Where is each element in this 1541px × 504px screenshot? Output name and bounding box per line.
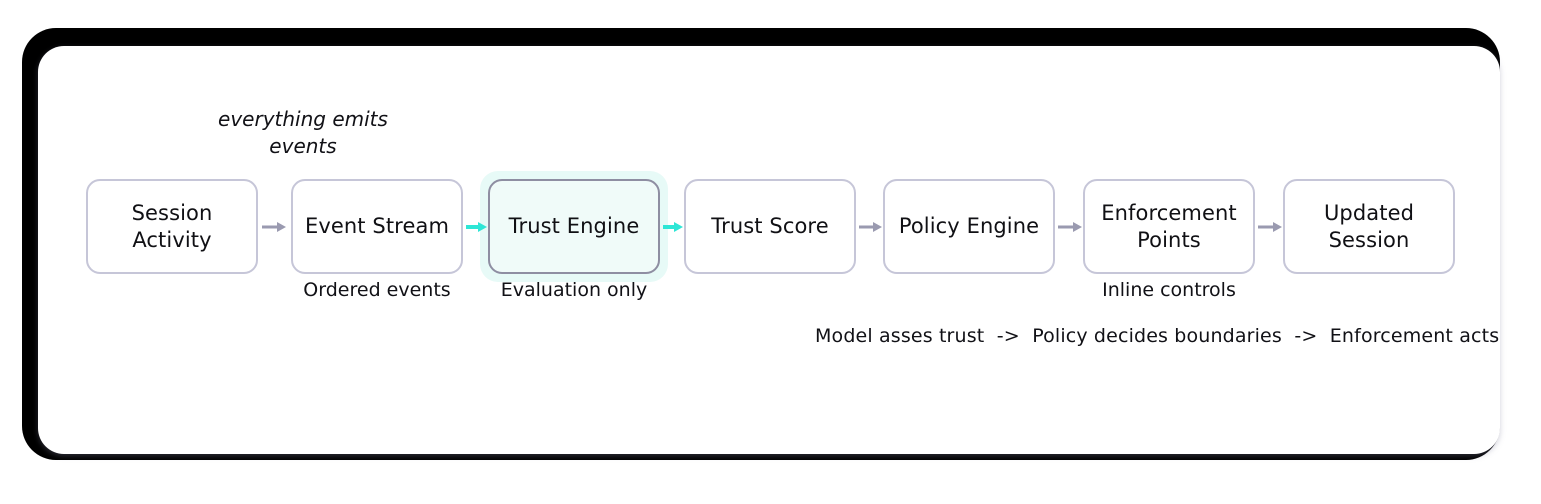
diagram-canvas: everything emits events Session Activity… <box>38 46 1500 454</box>
arrow-trust-score-to-policy-engine <box>859 220 883 234</box>
arrow-policy-engine-to-enforcement-points <box>1058 220 1083 234</box>
flow-summary-note: Model asses trust -> Policy decides boun… <box>815 325 1500 347</box>
node-updated-session[interactable]: Updated Session <box>1283 179 1455 274</box>
node-policy-engine[interactable]: Policy Engine <box>883 179 1055 274</box>
node-enforcement-points[interactable]: Enforcement Points <box>1083 179 1255 274</box>
caption-inline-controls: Inline controls <box>1102 279 1236 301</box>
arrow-event-stream-to-trust-engine <box>466 220 488 234</box>
arrow-enforcement-points-to-updated-session <box>1258 220 1283 234</box>
caption-evaluation-only: Evaluation only <box>500 279 648 301</box>
caption-ordered-events: Ordered events <box>303 279 451 301</box>
node-session-activity[interactable]: Session Activity <box>86 179 258 274</box>
node-event-stream[interactable]: Event Stream <box>291 179 463 274</box>
node-trust-engine[interactable]: Trust Engine <box>488 179 660 274</box>
arrow-session-activity-to-event-stream <box>262 220 287 234</box>
node-trust-score[interactable]: Trust Score <box>684 179 856 274</box>
arrow-trust-engine-to-trust-score <box>663 220 684 234</box>
annotation-everything-emits-events: everything emits events <box>218 107 388 158</box>
